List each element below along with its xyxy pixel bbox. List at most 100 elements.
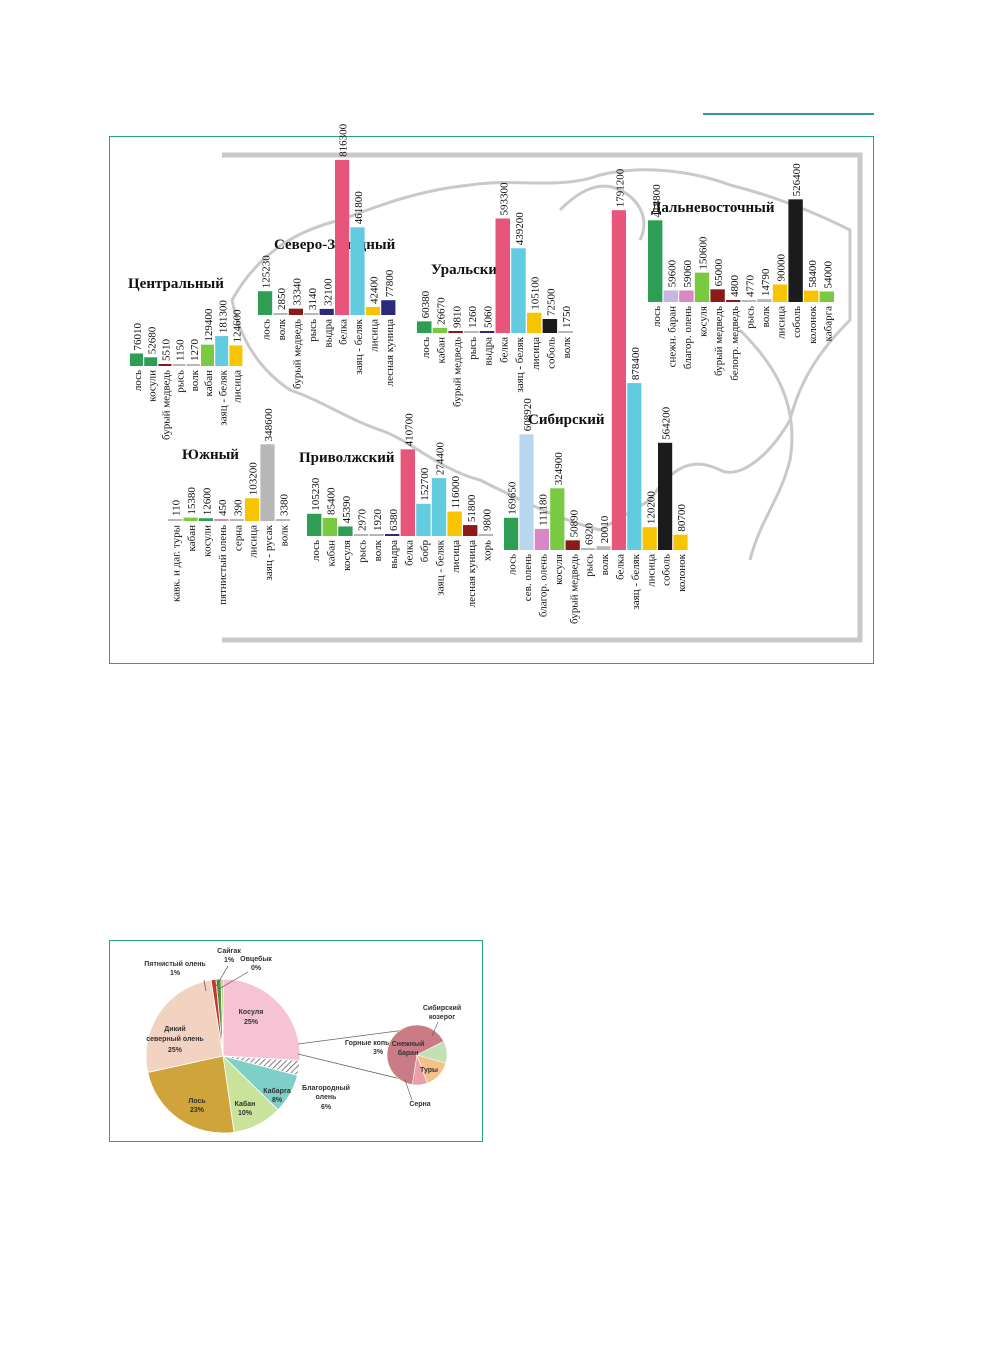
bar-category-label: выдра	[483, 337, 495, 366]
pie-slice-label: Пятнистый олень	[144, 960, 206, 968]
bar-category-label: лесная куница	[466, 540, 478, 607]
bar	[400, 449, 415, 536]
bar	[229, 519, 244, 521]
bar-value-label: 9800	[481, 508, 493, 531]
bar	[353, 534, 369, 536]
bar-value-label: 3140	[307, 288, 319, 311]
region-title: Северо-Западный	[274, 237, 396, 253]
bar-value-label: 110	[171, 499, 183, 516]
sub-pie-label: Туры	[420, 1067, 438, 1074]
bar-value-label: 90000	[776, 253, 788, 281]
bar	[186, 364, 200, 366]
bar	[260, 444, 275, 521]
bar-value-label: 59600	[666, 259, 678, 287]
bar	[201, 344, 214, 366]
bar-category-label: хорь	[481, 540, 493, 561]
bar	[694, 272, 710, 302]
bar-category-label: белка	[403, 540, 415, 566]
leader-line-saiga	[214, 965, 229, 989]
bar	[596, 546, 611, 550]
bar-value-label: 72500	[545, 288, 557, 316]
region-title: Приволжский	[299, 450, 395, 466]
bar	[385, 534, 400, 536]
bar-category-label: волк	[189, 369, 201, 391]
bar	[663, 290, 678, 302]
bar	[172, 364, 186, 366]
bar-value-label: 450	[217, 499, 229, 516]
bar	[273, 313, 288, 315]
bar-value-label: 1920	[372, 509, 384, 532]
bar-value-label: 181300	[217, 300, 229, 334]
bar-value-label: 5060	[483, 305, 495, 328]
bar-category-label: лось	[310, 540, 322, 561]
bar	[338, 526, 353, 536]
bar-category-label: рысь	[175, 370, 187, 393]
bar-category-label: соболь	[791, 306, 803, 338]
bar	[258, 291, 273, 315]
bar-category-label: лисица	[232, 370, 244, 403]
pie-slice-label: Косуля	[239, 1009, 264, 1016]
bar-value-label: 32100	[322, 278, 334, 306]
bar-category-label: волк	[372, 539, 384, 561]
bar-value-label: 410700	[403, 413, 415, 447]
bar-category-label: заяц - беляк	[353, 318, 365, 374]
bar-category-label: кабан	[436, 337, 448, 364]
bar-value-label: 58400	[807, 260, 819, 288]
bar-category-label: косули	[202, 525, 214, 557]
region-title: Дальневосточный	[651, 200, 775, 216]
bar-value-label: 76010	[132, 322, 144, 350]
region-title: Южный	[182, 447, 239, 463]
bar	[772, 284, 788, 302]
pie-slice	[147, 1055, 235, 1134]
bar	[558, 331, 573, 333]
bar-category-label: косуля	[698, 306, 710, 337]
region-title: Сибирский	[528, 412, 605, 428]
bar-category-label: бобр	[419, 540, 431, 563]
pie-slice-label: северный олень	[146, 1035, 204, 1043]
bar-category-label: волк	[760, 305, 772, 327]
bar	[432, 327, 448, 333]
bar-category-label: волк	[279, 524, 291, 546]
bar-value-label: 6380	[388, 509, 400, 532]
sub-pie-slice	[411, 1054, 428, 1086]
bar	[381, 300, 396, 315]
russia-map-outline	[222, 152, 863, 643]
bar	[519, 434, 534, 550]
bar-value-label: 26670	[436, 297, 448, 325]
map-coast-east	[738, 328, 794, 561]
bar-category-label: соболь	[545, 337, 557, 369]
bar-value-label: 2970	[357, 509, 369, 532]
bar-value-label: 15380	[186, 487, 198, 515]
bar-category-label: лисица	[530, 337, 542, 370]
bar	[565, 540, 580, 550]
sub-pie-label: Сибирский	[423, 1004, 461, 1012]
bar	[642, 527, 657, 550]
map-coast-north	[558, 184, 646, 241]
bar	[215, 336, 229, 366]
bar-value-label: 12600	[202, 487, 214, 515]
bar-category-label: лисица	[645, 554, 657, 587]
bar-category-label: лисица	[776, 306, 788, 339]
bar-category-label: кабан	[186, 525, 198, 552]
bar	[726, 300, 741, 302]
bar	[304, 313, 319, 315]
bar	[658, 442, 673, 550]
leader-line-muskox	[218, 971, 249, 990]
bar-value-label: 150600	[698, 236, 710, 270]
bar-value-label: 116000	[450, 475, 462, 508]
bar-category-label: кабан	[203, 370, 215, 397]
bar	[804, 290, 819, 302]
bar-value-label: 564200	[661, 406, 673, 440]
map-border-line	[222, 152, 863, 643]
bar-category-label: сев. олень	[522, 554, 534, 601]
sub-pie-leader-chamois	[404, 1079, 413, 1101]
bar-category-label: рысь	[357, 540, 369, 563]
bar-category-label: заяц - беляк	[630, 553, 642, 609]
map-landmass-outline	[230, 168, 852, 532]
bar	[479, 331, 495, 333]
region-title: Центральный	[128, 276, 224, 292]
bar-category-label: бурый медведь	[292, 319, 304, 389]
